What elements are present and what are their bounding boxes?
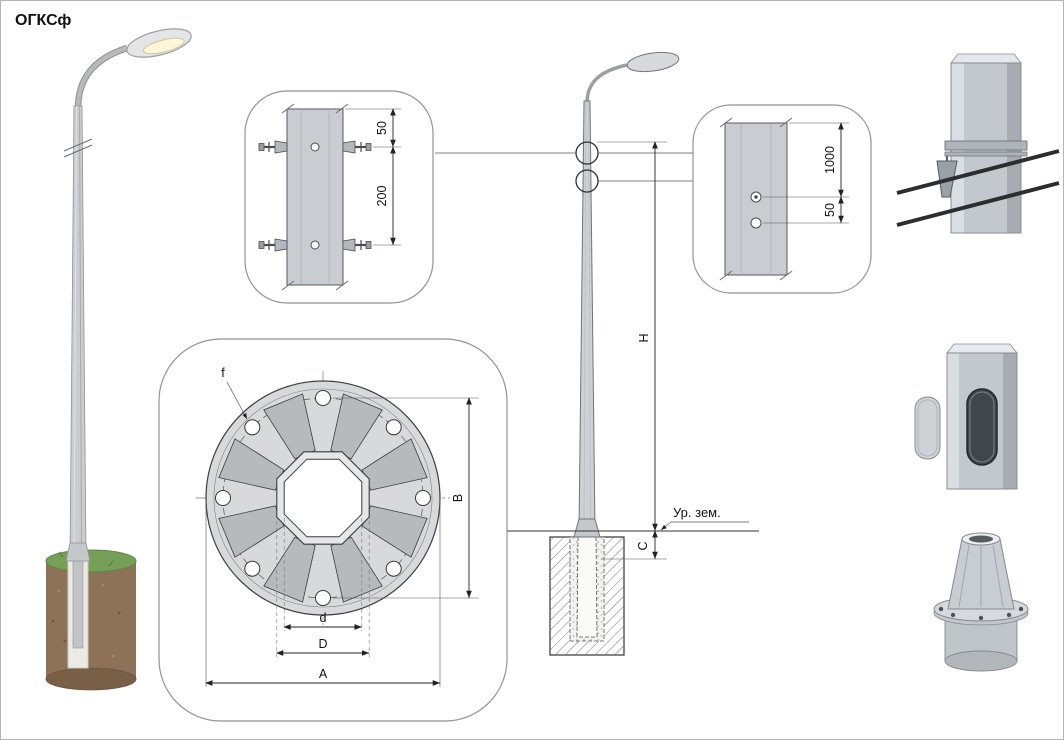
elevation-pole-shaft xyxy=(578,100,596,532)
elevation-base-flare xyxy=(573,518,601,538)
flange-bolt-holes xyxy=(215,390,431,606)
dim-label-f: f xyxy=(221,366,225,380)
dim-label-50b: 50 xyxy=(823,203,837,217)
hole-detail-callout: 1000 50 xyxy=(692,104,872,294)
foundation-body xyxy=(46,561,136,679)
embedded-pole-outline xyxy=(576,536,598,638)
dim-label-C: C xyxy=(636,541,650,550)
drawing-title: ОГКСф xyxy=(15,12,71,29)
dim-label-50: 50 xyxy=(375,121,389,135)
access-door-render xyxy=(914,343,1018,490)
dim-label-1000: 1000 xyxy=(823,146,837,174)
luminaire xyxy=(126,28,192,58)
foundation-section xyxy=(549,536,625,656)
pole-segment xyxy=(946,352,1018,490)
embedded-pole xyxy=(72,552,84,649)
bolt-row-lower xyxy=(258,238,372,252)
door-cover xyxy=(914,396,941,460)
clamp-band xyxy=(944,140,1028,151)
dim-label-B: B xyxy=(451,494,465,502)
dim-label-A: A xyxy=(319,667,328,681)
bolt-row-upper xyxy=(258,140,372,154)
door-opening xyxy=(966,388,998,466)
foundation-3d xyxy=(45,549,137,691)
break-mark xyxy=(63,144,93,158)
ground-level-label: Ур. зем. xyxy=(673,505,721,520)
flange-bolts xyxy=(938,606,1024,621)
octagon-inner xyxy=(283,458,363,538)
cable-clamp-render xyxy=(896,53,1060,234)
anchor-base-render xyxy=(933,532,1029,672)
dim-label-200: 200 xyxy=(375,186,389,207)
elevation-luminaire xyxy=(626,51,680,73)
pole-3d-render xyxy=(45,28,192,691)
ground-leader-arrow xyxy=(660,521,672,531)
dim-label-H: H xyxy=(637,333,651,342)
f-leader xyxy=(226,381,248,420)
flange-detail-callout: f B d D A xyxy=(158,338,508,722)
cable-2 xyxy=(896,181,1060,227)
lamp-lens xyxy=(142,37,185,55)
dim-label-d: d xyxy=(320,611,327,625)
pole-base-flare xyxy=(65,542,91,562)
pole-section xyxy=(286,108,344,286)
pole-shaft xyxy=(69,105,87,557)
pole-elevation: H C Ур. зем. xyxy=(435,51,759,656)
drain-hole xyxy=(750,217,762,229)
dim-label-D: D xyxy=(318,637,327,651)
elevation-bracket-arm xyxy=(585,63,628,104)
clamp-detail-callout: 50 200 xyxy=(244,90,434,304)
cable-1 xyxy=(896,149,1060,195)
bracket-arm xyxy=(75,45,128,110)
